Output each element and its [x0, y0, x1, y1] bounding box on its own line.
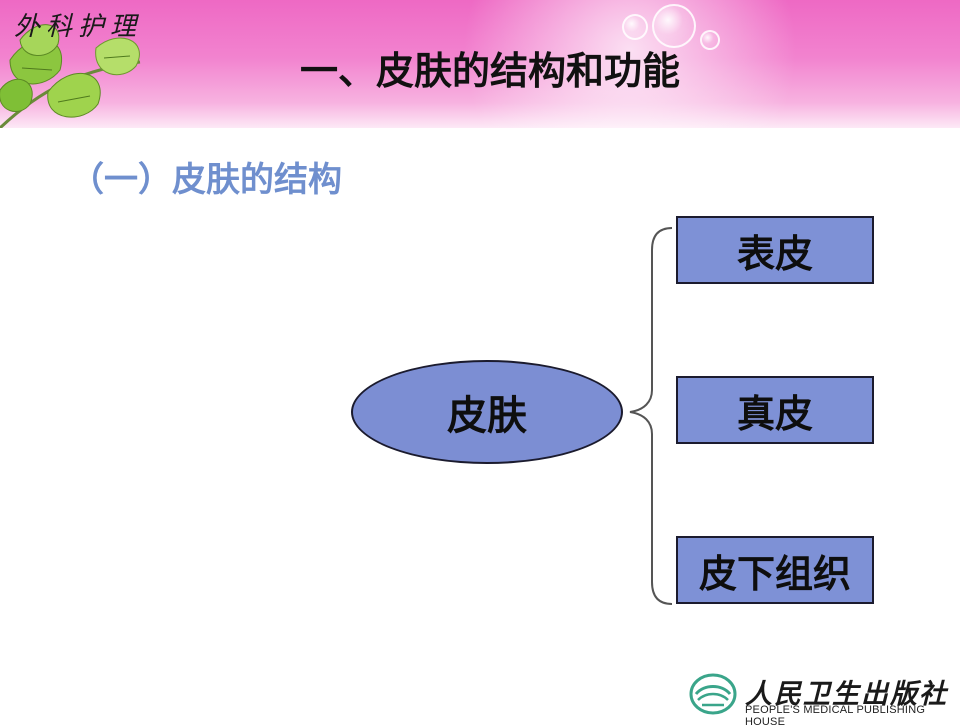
leaves-decoration — [0, 24, 141, 128]
bubble-decoration — [652, 4, 696, 48]
root-node-skin: 皮肤 — [351, 360, 623, 464]
child-node-label: 表皮 — [736, 231, 813, 276]
bubble-decoration — [622, 14, 648, 40]
child-node-label: 真皮 — [736, 391, 813, 436]
bubble-decoration — [700, 30, 720, 50]
slide-header-banner: 外科护理 一、皮肤的结构和功能 — [0, 0, 960, 128]
root-node-label: 皮肤 — [447, 393, 527, 439]
child-node-subcutaneous: 皮下组织 — [676, 536, 874, 604]
course-brand-label: 外科护理 — [14, 12, 143, 42]
publisher-name-en: PEOPLE'S MEDICAL PUBLISHING HOUSE — [745, 704, 926, 728]
publisher-logo-icon — [689, 673, 737, 715]
child-node-dermis: 真皮 — [676, 376, 874, 444]
section-subtitle: （一）皮肤的结构 — [70, 160, 342, 200]
curly-brace-connector — [629, 227, 673, 605]
child-node-epidermis: 表皮 — [676, 216, 874, 284]
child-node-label: 皮下组织 — [698, 551, 851, 596]
slide-title: 一、皮肤的结构和功能 — [299, 49, 680, 93]
publisher-name-cn: 人民卫生出版社 — [745, 679, 948, 710]
